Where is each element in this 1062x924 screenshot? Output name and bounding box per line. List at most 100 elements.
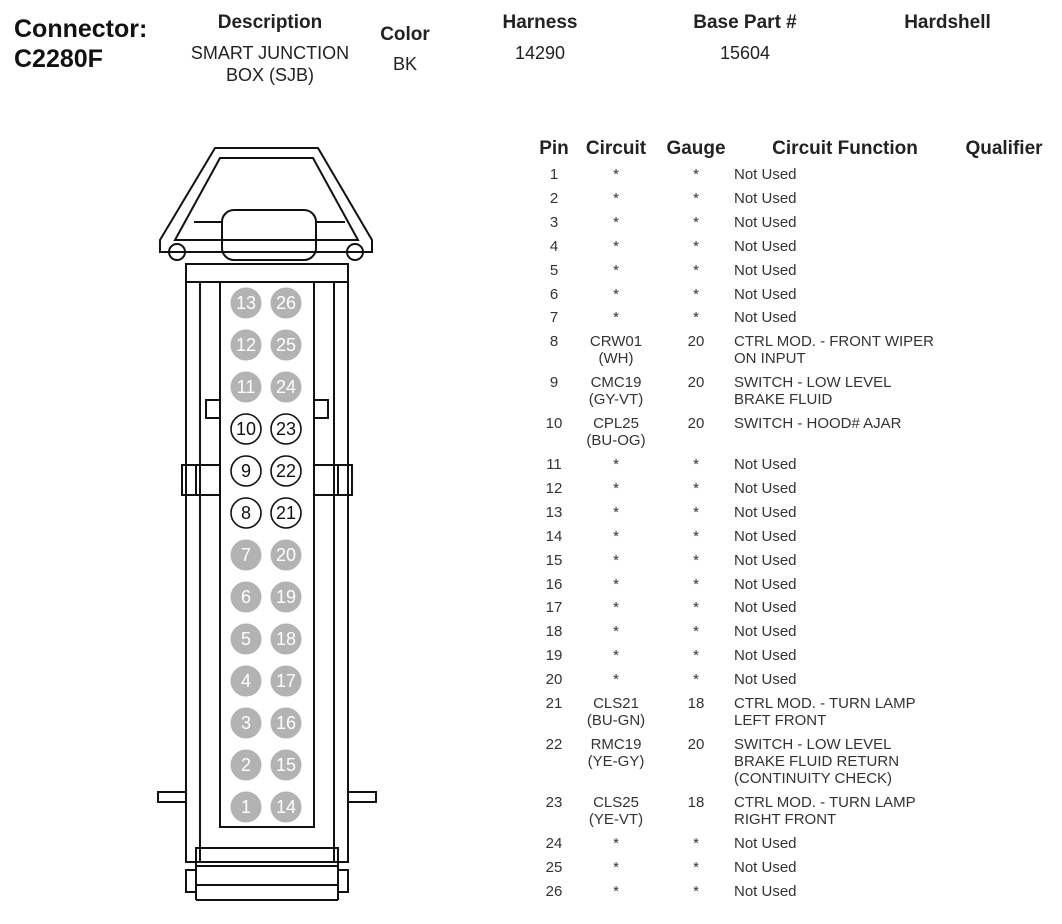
circuit-function-cell: Not Used — [734, 285, 797, 303]
pin-26: 26 — [270, 287, 302, 319]
circuit-cell: (YE-GY) — [587, 752, 645, 770]
pin-label: 7 — [241, 545, 251, 565]
pin-number-cell: 17 — [545, 599, 563, 617]
circuit-cell: * — [613, 599, 619, 617]
pin-number-cell: 6 — [549, 285, 559, 303]
pin-18: 18 — [270, 623, 302, 655]
circuit-function-cell: CTRL MOD. - FRONT WIPER — [734, 333, 934, 351]
gauge-cell: * — [693, 647, 699, 665]
pin-circle — [230, 749, 262, 781]
pin-label: 20 — [276, 545, 296, 565]
table-row: 20**Not Used — [532, 671, 952, 688]
circuit-cell: * — [613, 261, 619, 279]
pin-5: 5 — [230, 623, 262, 655]
gauge-cell: * — [693, 834, 699, 852]
gauge-cell: * — [693, 858, 699, 876]
gauge-cell: 18 — [687, 695, 705, 712]
circuit-cell: * — [613, 213, 619, 231]
pin-number-cell: 4 — [549, 237, 559, 255]
pin-number-cell: 16 — [545, 575, 563, 593]
pin-label: 6 — [241, 587, 251, 607]
circuit-cell: * — [613, 623, 619, 641]
description-line: BOX (SJB) — [225, 65, 314, 85]
circuit-function-cell: Not Used — [734, 858, 797, 876]
circuit-cell: * — [613, 456, 619, 473]
gauge-cell: * — [693, 166, 699, 183]
pin-number-cell: 12 — [545, 479, 563, 497]
circuit-function-cell: Not Used — [734, 623, 797, 641]
circuit-function-cell: Not Used — [734, 527, 797, 545]
harness-value: 14290 — [514, 43, 566, 63]
table-row: 19**Not Used — [532, 647, 952, 664]
gauge-cell: * — [693, 503, 699, 521]
circuit-function-cell: Not Used — [734, 647, 797, 665]
table-row: 24**Not Used — [532, 835, 952, 852]
base-part-label: Base Part # — [693, 12, 797, 33]
pin-1: 1 — [230, 791, 262, 823]
circuit-cell: (WH) — [598, 350, 634, 368]
circuit-cell: * — [613, 285, 619, 303]
gauge-cell: * — [693, 213, 699, 231]
pin-number-cell: 10 — [545, 415, 563, 433]
pin-label: 25 — [276, 335, 296, 355]
column-header-circuit-function: Circuit Function — [772, 138, 918, 159]
pin-number-cell: 20 — [545, 671, 563, 689]
table-row: 7**Not Used — [532, 309, 952, 326]
table-row: 12**Not Used — [532, 480, 952, 497]
gauge-cell: * — [693, 623, 699, 641]
circuit-function-cell: LEFT FRONT — [734, 712, 827, 729]
pin-12: 12 — [230, 329, 262, 361]
pin-7: 7 — [230, 539, 262, 571]
circuit-function-cell: Not Used — [734, 261, 797, 279]
table-row: 1**Not Used — [532, 166, 952, 183]
pin-3: 3 — [230, 707, 262, 739]
circuit-function-cell: Not Used — [734, 882, 797, 900]
circuit-cell: (BU-OG) — [586, 432, 646, 450]
pin-label: 14 — [276, 797, 296, 817]
pin-label: 2 — [241, 755, 251, 775]
color-value: BK — [392, 54, 417, 74]
pin-cavity-grid: 1312111098765432126252423222120191817161… — [230, 287, 302, 823]
pin-10: 10 — [230, 413, 262, 445]
gauge-cell: * — [693, 456, 699, 473]
circuit-function-cell: Not Used — [734, 599, 797, 617]
pin-label: 9 — [241, 461, 251, 481]
gauge-cell: 18 — [687, 793, 705, 811]
pin-circle — [230, 581, 262, 613]
circuit-cell: * — [613, 858, 619, 876]
connector-face-diagram: 1312111098765432126252423222120191817161… — [157, 147, 377, 901]
circuit-cell: * — [613, 479, 619, 497]
pin-circle — [230, 371, 262, 403]
pin-circle — [230, 413, 262, 445]
gauge-cell: 20 — [687, 415, 705, 433]
pin-label: 24 — [276, 377, 296, 397]
circuit-cell: * — [613, 309, 619, 327]
circuit-cell: CRW01 — [589, 333, 643, 351]
pin-label: 17 — [276, 671, 296, 691]
table-row: 4**Not Used — [532, 238, 952, 255]
pin-22: 22 — [270, 455, 302, 487]
gauge-cell: * — [693, 189, 699, 207]
pin-17: 17 — [270, 665, 302, 697]
circuit-function-cell: Not Used — [734, 575, 797, 593]
circuit-cell: * — [613, 237, 619, 255]
circuit-cell: * — [613, 503, 619, 521]
pin-circle — [270, 497, 302, 529]
pin-label: 23 — [276, 419, 296, 439]
pin-19: 19 — [270, 581, 302, 613]
circuit-cell: RMC19 — [590, 735, 642, 753]
pin-circle — [230, 791, 262, 823]
pin-23: 23 — [270, 413, 302, 445]
pin-number-cell: 24 — [545, 834, 563, 852]
pin-circle — [270, 623, 302, 655]
gauge-cell: * — [693, 261, 699, 279]
pin-circle — [270, 287, 302, 319]
circuit-function-cell: Not Used — [734, 189, 797, 207]
gauge-cell: * — [693, 479, 699, 497]
description-value: SMART JUNCTION BOX (SJB) — [160, 42, 380, 86]
circuit-cell: * — [613, 834, 619, 852]
circuit-function-cell: RIGHT FRONT — [734, 810, 837, 828]
